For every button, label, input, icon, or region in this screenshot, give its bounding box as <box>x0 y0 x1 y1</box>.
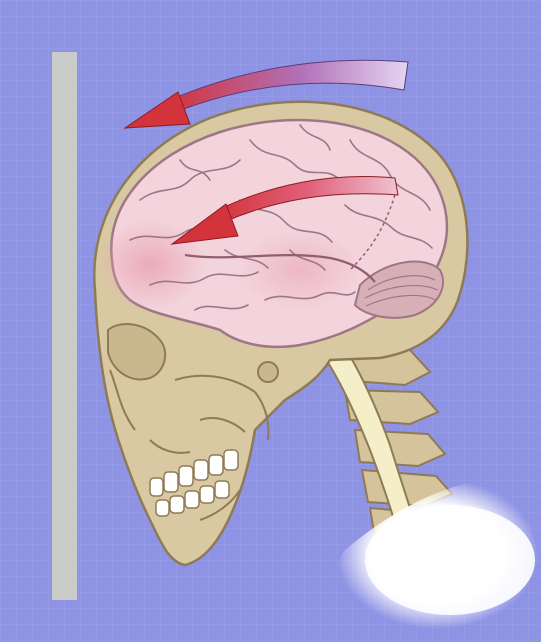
photo-glare-core <box>365 505 535 615</box>
vertical-ruler <box>52 52 77 600</box>
